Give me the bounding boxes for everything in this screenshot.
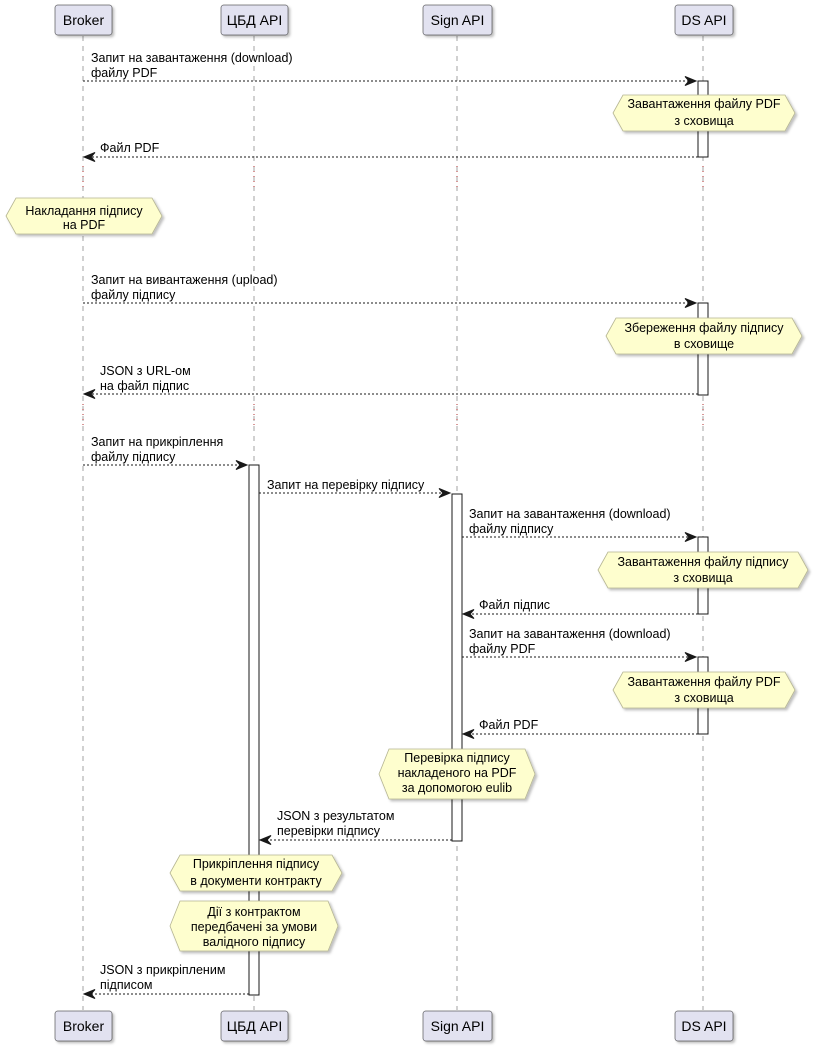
message-label-line: файлу PDF	[91, 66, 158, 80]
message-label-line: файлу підпису	[91, 288, 176, 302]
message-request-download-pdf: Запит на завантаження (download) файлу P…	[83, 51, 698, 86]
message-label-line: перевірки підпису	[277, 824, 381, 838]
note-line: з сховища	[674, 114, 733, 128]
note-download-pdf-storage-2: Завантаження файлу PDF з сховища	[612, 671, 796, 709]
message-request-verify-signature: Запит на перевірку підпису	[259, 478, 452, 498]
participant-label: Broker	[63, 1018, 105, 1034]
note-line: Завантаження файлу PDF	[628, 97, 781, 111]
note-line: Дії з контрактом	[207, 905, 300, 919]
note-line: Прикріплення підпису	[193, 857, 320, 871]
participant-label: ЦБД API	[227, 1018, 282, 1034]
message-label-line: Файл PDF	[479, 718, 539, 732]
note-apply-signature: Накладання підпису на PDF	[5, 197, 163, 235]
arrowhead-icon	[684, 532, 698, 542]
participant-label: Sign API	[431, 1018, 485, 1034]
arrowhead-icon	[82, 989, 96, 999]
arrowhead-icon	[438, 488, 452, 498]
message-file-pdf: Файл PDF	[82, 141, 698, 162]
message-label-line: Запит на завантаження (download)	[91, 51, 293, 65]
message-file-pdf-2: Файл PDF	[461, 718, 698, 739]
participant-cbd-api-top: ЦБД API	[220, 4, 289, 36]
participant-label: DS API	[681, 1018, 726, 1034]
message-file-signature: Файл підпис	[461, 598, 698, 619]
arrowhead-icon	[82, 389, 96, 399]
message-label-line: JSON з результатом	[277, 809, 394, 823]
note-contract-actions: Дії з контрактом передбачені за умови ва…	[169, 900, 339, 952]
message-label-line: JSON з прикріпленим	[100, 963, 225, 977]
participant-label: DS API	[681, 12, 726, 28]
note-line: на PDF	[63, 218, 106, 232]
note-line: Перевірка підпису	[404, 751, 510, 765]
participant-ds-api-bottom: DS API	[674, 1010, 734, 1042]
message-request-download-signature: Запит на завантаження (download) файлу п…	[462, 507, 698, 542]
message-label-line: файлу підпису	[469, 522, 554, 536]
message-label-line: файлу PDF	[469, 642, 536, 656]
note-attach-signature-contract: Прикріплення підпису в документи контрак…	[169, 854, 343, 892]
note-line: Завантаження файлу підпису	[617, 555, 789, 569]
note-line: з сховища	[673, 571, 732, 585]
message-label-line: Файл підпис	[479, 598, 550, 612]
message-request-upload-signature: Запит на вивантаження (upload) файлу під…	[83, 273, 698, 308]
message-label-line: Запит на вивантаження (upload)	[91, 273, 278, 287]
message-label-line: Запит на завантаження (download)	[469, 627, 671, 641]
message-label-line: Запит на прикріплення	[91, 435, 223, 449]
note-save-signature-storage: Збереження файлу підпису в сховище	[605, 317, 803, 355]
message-label-line: Запит на завантаження (download)	[469, 507, 671, 521]
message-label-line: на файл підпис	[100, 379, 189, 393]
activation-bar	[248, 464, 260, 996]
note-line: Завантаження файлу PDF	[628, 675, 781, 689]
note-line: з сховища	[674, 691, 733, 705]
note-verify-signature-eulib: Перевірка підпису накладеного на PDF за …	[378, 748, 536, 800]
message-label-line: Запит на перевірку підпису	[267, 478, 425, 492]
note-line: накладеного на PDF	[398, 766, 517, 780]
arrowhead-icon	[684, 298, 698, 308]
note-line: в документи контракту	[190, 874, 322, 888]
participant-ds-api-top: DS API	[674, 4, 734, 36]
arrowhead-icon	[461, 729, 475, 739]
arrowhead-icon	[684, 76, 698, 86]
activation-bar	[451, 493, 463, 842]
message-json-url: JSON з URL-ом на файл підпис	[82, 364, 698, 399]
arrowhead-icon	[461, 609, 475, 619]
note-line: в сховище	[674, 337, 734, 351]
participant-sign-api-top: Sign API	[422, 4, 493, 36]
note-line: передбачені за умови	[191, 920, 317, 934]
participant-sign-api-bottom: Sign API	[422, 1010, 493, 1042]
note-line: Збереження файлу підпису	[625, 321, 785, 335]
participant-label: Sign API	[431, 12, 485, 28]
message-json-verification-result: JSON з результатом перевірки підпису	[258, 809, 452, 845]
arrowhead-icon	[235, 460, 249, 470]
message-label-line: підписом	[100, 978, 153, 992]
participant-broker-bottom: Broker	[54, 1010, 113, 1042]
note-download-pdf-storage: Завантаження файлу PDF з сховища	[612, 94, 796, 132]
message-label-line: JSON з URL-ом	[100, 364, 191, 378]
message-label-line: файлу підпису	[91, 450, 176, 464]
note-download-signature-storage: Завантаження файлу підпису з сховища	[597, 551, 809, 589]
arrowhead-icon	[684, 652, 698, 662]
participant-label: ЦБД API	[227, 12, 282, 28]
message-json-attached-signature: JSON з прикріпленим підписом	[82, 963, 249, 999]
participant-label: Broker	[63, 12, 105, 28]
participant-cbd-api-bottom: ЦБД API	[220, 1010, 289, 1042]
note-line: валідного підпису	[203, 935, 306, 949]
message-label-line: Файл PDF	[100, 141, 160, 155]
note-line: Накладання підпису	[25, 204, 143, 218]
arrowhead-icon	[82, 152, 96, 162]
note-line: за допомогою eulib	[402, 781, 512, 795]
message-request-download-pdf-2: Запит на завантаження (download) файлу P…	[462, 627, 698, 662]
message-request-attach-signature: Запит на прикріплення файлу підпису	[83, 435, 249, 470]
participant-broker-top: Broker	[54, 4, 113, 36]
arrowhead-icon	[258, 835, 272, 845]
